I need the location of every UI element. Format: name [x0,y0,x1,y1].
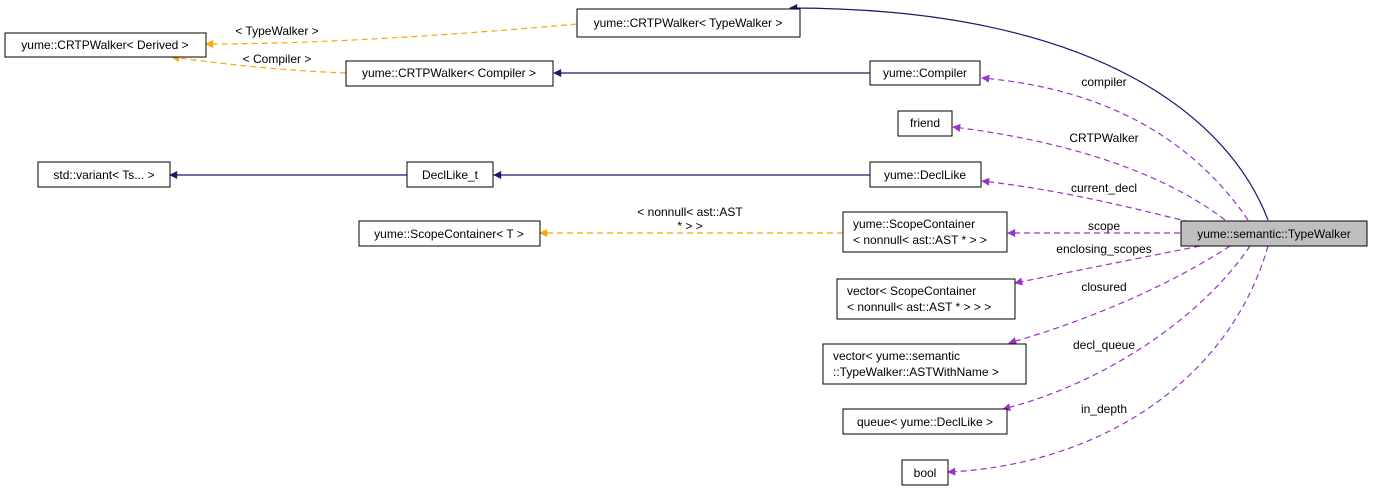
node-label-line2: ::TypeWalker::ASTWithName > [833,365,999,379]
edge-typewalker-to-vector-astwithname [1008,245,1231,345]
node-label-line1: yume::ScopeContainer [853,217,975,231]
node-label: yume::semantic::TypeWalker [1197,227,1351,241]
edge-label-nonnull-line2: * > > [677,219,702,233]
node-crtp-typewalker[interactable]: yume::CRTPWalker< TypeWalker > [576,8,801,38]
edge-label-closured: closured [1081,280,1126,294]
edge-label-decl-queue: decl_queue [1073,338,1135,352]
edge-label-scope: scope [1088,219,1120,233]
node-crtp-compiler[interactable]: yume::CRTPWalker< Compiler > [345,60,554,87]
edge-crtp-typewalker-to-crtp-derived [205,23,578,48]
node-label: yume::ScopeContainer< T > [374,227,524,241]
node-label: yume::Compiler [883,66,967,80]
node-bool[interactable]: bool [901,459,949,486]
edge-typewalker-to-vector-scopecontainer [1014,245,1201,286]
node-friend[interactable]: friend [897,110,953,137]
edge-typewalker-to-queue-decllike [1002,245,1251,412]
node-label: yume::DeclLike [884,168,966,182]
node-label: queue< yume::DeclLike > [857,415,993,429]
edge-label-in-depth: in_depth [1081,402,1127,416]
edge-typewalker-to-friend [952,123,1226,221]
node-decllike-t[interactable]: DeclLike_t [406,161,494,188]
node-label-line1: vector< ScopeContainer [847,284,976,298]
node-label-line2: < nonnull< ast::AST * > > > [847,300,991,314]
node-typewalker[interactable]: yume::semantic::TypeWalker [1180,220,1368,247]
edge-label-enclosing-scopes: enclosing_scopes [1056,242,1151,256]
node-label: yume::CRTPWalker< Compiler > [362,66,536,80]
edge-typewalker-to-decllike [981,177,1191,223]
node-label-line2: < nonnull< ast::AST * > > [853,233,987,247]
edge-label-crtpwalker: CRTPWalker [1069,131,1138,145]
edge-label-compiler-template: < Compiler > [243,52,312,66]
node-scopecontainer-t[interactable]: yume::ScopeContainer< T > [358,220,541,247]
node-label: bool [914,466,937,480]
edge-label-nonnull-line1: < nonnull< ast::AST [637,205,743,219]
node-vector-scopecontainer[interactable]: vector< ScopeContainer < nonnull< ast::A… [836,278,1016,320]
edge-label-typewalker-template: < TypeWalker > [235,24,318,38]
node-queue-decllike[interactable]: queue< yume::DeclLike > [842,408,1008,435]
node-label-line1: vector< yume::semantic [833,349,960,363]
node-label: friend [910,116,940,130]
node-decllike[interactable]: yume::DeclLike [869,161,982,188]
node-label: yume::CRTPWalker< Derived > [21,38,188,52]
node-scopecontainer-ast[interactable]: yume::ScopeContainer < nonnull< ast::AST… [842,211,1008,253]
edge-crtp-compiler-to-crtp-derived [171,54,347,74]
edge-typewalker-to-crtp-typewalker [789,4,1269,221]
node-compiler[interactable]: yume::Compiler [869,60,981,86]
node-vector-astwithname[interactable]: vector< yume::semantic ::TypeWalker::AST… [822,343,1027,385]
node-label: std::variant< Ts... > [53,168,154,182]
node-std-variant[interactable]: std::variant< Ts... > [37,161,171,188]
node-label: DeclLike_t [422,168,479,182]
node-crtp-derived[interactable]: yume::CRTPWalker< Derived > [4,32,207,58]
edge-typewalker-to-compiler [981,74,1249,221]
edge-label-current-decl: current_decl [1071,181,1137,195]
node-label: yume::CRTPWalker< TypeWalker > [594,16,783,30]
edge-label-compiler: compiler [1081,75,1126,89]
edge-typewalker-to-bool [947,245,1269,476]
